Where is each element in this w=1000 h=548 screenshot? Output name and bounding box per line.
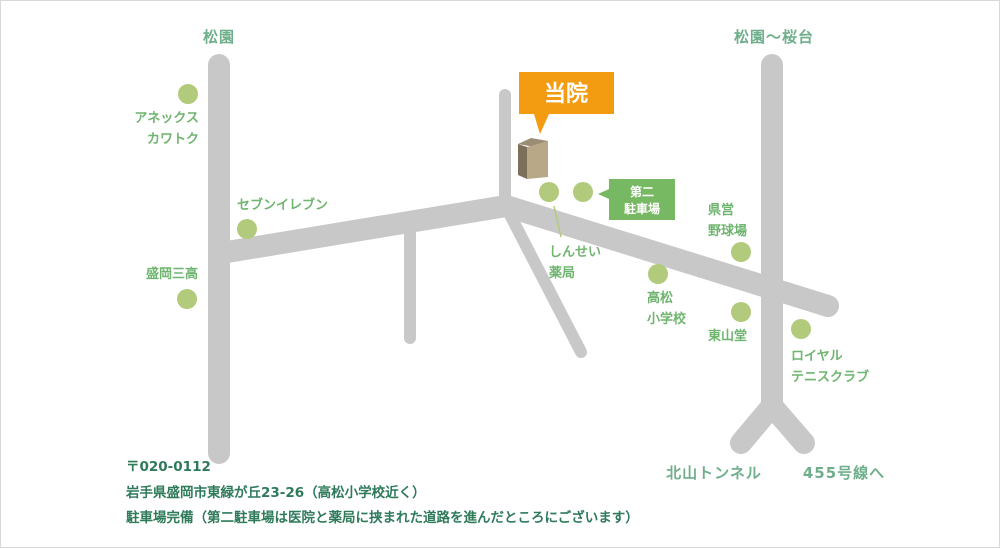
area-label-matsuzono: 松園 — [203, 28, 235, 46]
clinic-label: 当院 — [544, 81, 588, 107]
landmark-dot-pharmacy[interactable] — [539, 182, 559, 202]
landmark-dots — [177, 84, 811, 339]
parking2-box — [609, 179, 675, 220]
road-left-diagonal — [210, 195, 517, 264]
label-stadium-1: 県営 — [708, 202, 734, 218]
label-royal-2: テニスクラブ — [791, 369, 869, 385]
label-higashiyama: 東山堂 — [708, 328, 747, 344]
landmark-dot-seven[interactable] — [237, 219, 257, 239]
label-annex-2: カワトク — [147, 132, 199, 147]
landmark-dot-takamatsu[interactable] — [648, 264, 668, 284]
parking2-marker[interactable]: 第二 駐車場 — [598, 179, 675, 220]
pharmacy-leader-line — [553, 205, 562, 238]
address-postal: 〒020-0112 — [126, 459, 211, 475]
parking2-pointer — [598, 189, 609, 199]
label-pharmacy-2: 薬局 — [548, 265, 575, 281]
area-label-kitayama-tunnel: 北山トンネル — [666, 464, 762, 482]
area-label-matsuzono-sakuradai: 松園〜桜台 — [734, 28, 814, 46]
parking2-label-line1: 第二 — [630, 184, 654, 199]
clinic-marker[interactable]: 当院 — [518, 72, 614, 179]
landmark-dot-morioka3[interactable] — [177, 289, 197, 309]
label-stadium-2: 野球場 — [708, 223, 747, 239]
label-seven: セブンイレブン — [237, 197, 328, 213]
road-branch — [502, 205, 587, 358]
parking2-label-line2: 駐車場 — [624, 201, 660, 216]
label-annex-1: アネックス — [134, 111, 199, 126]
label-pharmacy-1: しんせい — [549, 245, 601, 260]
address-line1: 岩手県盛岡市東緑が丘23-26（高松小学校近く） — [125, 484, 426, 501]
landmark-dot-royal[interactable] — [791, 319, 811, 339]
landmark-dot-annex[interactable] — [178, 84, 198, 104]
road-fork-right — [761, 395, 815, 454]
landmark-dot-parking2[interactable] — [573, 182, 593, 202]
area-label-route-455: 455号線へ — [803, 464, 885, 482]
roads — [208, 54, 839, 464]
label-royal-1: ロイヤル — [791, 349, 843, 364]
label-takamatsu-2: 小学校 — [647, 311, 687, 327]
clinic-pointer — [534, 114, 549, 134]
label-morioka3: 盛岡三高 — [146, 266, 198, 282]
landmark-dot-higashiyama[interactable] — [731, 302, 751, 322]
address-parking-note: 駐車場完備（第二駐車場は医院と薬局に挟まれた道路を進んだところにございます） — [126, 509, 639, 526]
label-takamatsu-1: 高松 — [647, 290, 673, 306]
landmark-dot-stadium[interactable] — [731, 242, 751, 262]
building-icon — [518, 138, 548, 179]
clinic-label-box — [519, 72, 614, 114]
